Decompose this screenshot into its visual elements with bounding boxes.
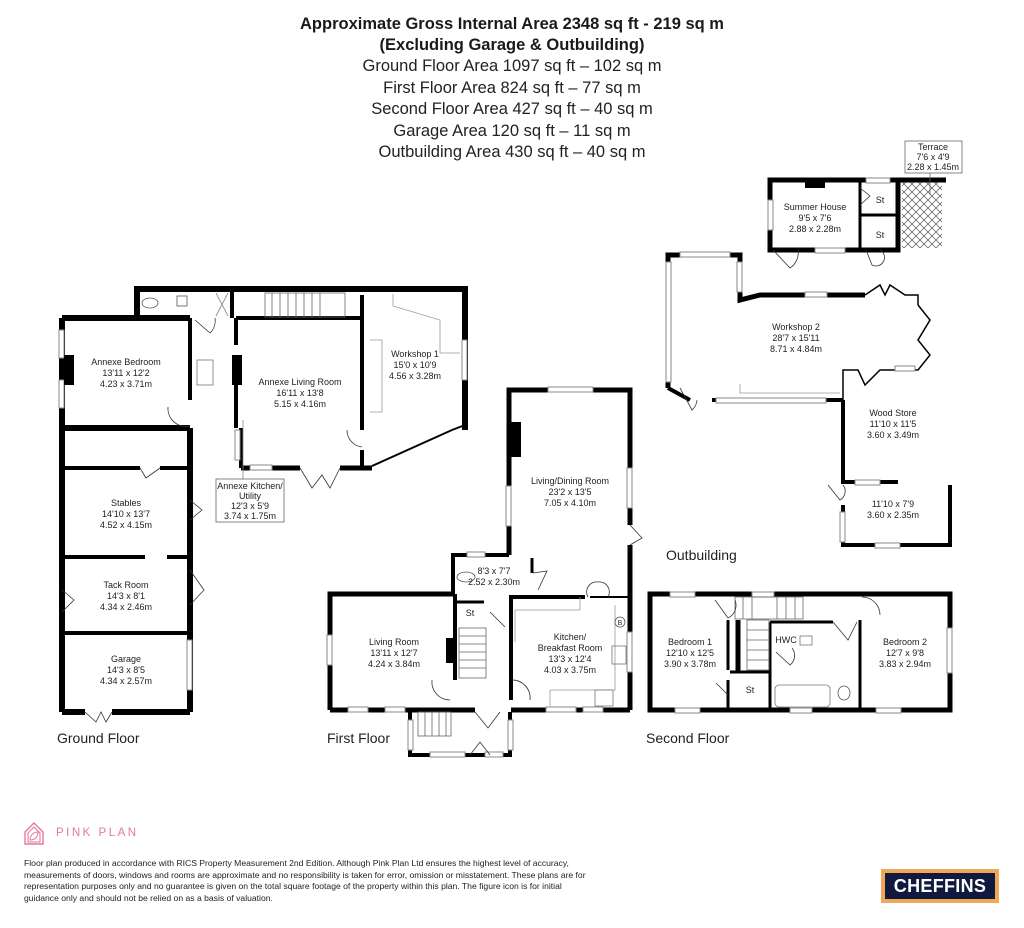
first-floor-label: First Floor [327,730,390,746]
room-annexe-kitchen-imperial: 12'3 x 5'9 [231,501,269,511]
room-bedroom2-imperial: 12'7 x 9'8 [886,648,924,658]
outbuilding-label: Outbuilding [666,547,737,563]
room-garage-name: Garage [111,654,141,664]
room-tack-imperial: 14'3 x 8'1 [107,591,145,601]
room-living-dining-name: Living/Dining Room [531,476,609,486]
room-unnamed-metric: 3.60 x 2.35m [867,510,919,520]
first-floor-area: First Floor Area 824 sq ft – 77 sq m [383,78,641,97]
room-kitchen-name2: Breakfast Room [538,643,603,653]
boiler-marker: B [618,620,623,627]
room-bedroom2-metric: 3.83 x 2.94m [879,659,931,669]
outbuilding-plan [665,140,963,549]
room-first-store: St [466,608,475,618]
garage-area: Garage Area 120 sq ft – 11 sq m [393,121,631,140]
room-stables-name: Stables [111,498,142,508]
room-living-imperial: 13'11 x 12'7 [370,648,417,658]
room-workshop1-name: Workshop 1 [391,349,439,359]
room-terrace-metric: 2.28 x 1.45m [907,162,959,172]
room-store-b: St [876,230,885,240]
room-workshop2-name: Workshop 2 [772,322,820,332]
room-hwc: HWC [775,635,797,645]
room-garage-metric: 4.34 x 2.57m [100,676,152,686]
room-summer-house-metric: 2.88 x 2.28m [789,224,841,234]
pink-plan-logo: PINK PLAN [22,820,139,846]
outbuilding-area: Outbuilding Area 430 sq ft – 40 sq m [378,143,646,161]
room-bedroom1-imperial: 12'10 x 12'5 [666,648,714,658]
second-floor-label: Second Floor [646,730,730,746]
room-annexe-bedroom-metric: 4.23 x 3.71m [100,379,152,389]
room-summer-house-name: Summer House [784,202,847,212]
ground-floor-plan [58,286,468,723]
room-living-dining-metric: 7.05 x 4.10m [544,498,596,508]
room-workshop1-metric: 4.56 x 3.28m [389,371,441,381]
cheffins-logo: CHEFFINS [881,869,999,903]
house-leaf-icon [24,822,44,845]
room-workshop2-metric: 8.71 x 4.84m [770,344,822,354]
second-floor-area: Second Floor Area 427 sq ft – 40 sq m [371,100,653,118]
room-stables-metric: 4.52 x 4.15m [100,520,152,530]
room-annexe-kitchen-metric: 3.74 x 1.75m [224,511,276,521]
room-bedroom2-name: Bedroom 2 [883,637,927,647]
first-floor-labels: Living/Dining Room 23'2 x 13'5 7.05 x 4.… [327,476,609,746]
room-bedroom1-name: Bedroom 1 [668,637,712,647]
gross-area-subtitle: (Excluding Garage & Outbuilding) [379,36,645,54]
room-workshop1-imperial: 15'0 x 10'9 [394,360,437,370]
room-living-metric: 4.24 x 3.84m [368,659,420,669]
room-living-name: Living Room [369,637,419,647]
room-annexe-bedroom-name: Annexe Bedroom [91,357,161,367]
room-terrace-name: Terrace [918,142,948,152]
room-wood-store-imperial: 11'10 x 11'5 [870,419,917,429]
room-living-dining-imperial: 23'2 x 13'5 [549,487,592,497]
cheffins-label: CHEFFINS [885,873,995,899]
room-annexe-living-imperial: 16'11 x 13'8 [276,388,323,398]
room-store-a: St [876,195,885,205]
room-summer-house-imperial: 9'5 x 7'6 [799,213,832,223]
second-floor-labels: Bedroom 1 12'10 x 12'5 3.90 x 3.78m Bedr… [646,635,931,746]
room-wood-store-metric: 3.60 x 3.49m [867,430,919,440]
first-floor-plan: B [326,386,643,758]
room-workshop2-imperial: 28'7 x 15'11 [772,333,819,343]
room-kitchen-name: Kitchen/ [554,632,587,642]
room-tack-metric: 4.34 x 2.46m [100,602,152,612]
outbuilding-labels: Summer House 9'5 x 7'6 2.88 x 2.28m St S… [666,142,959,563]
room-stables-imperial: 14'10 x 13'7 [102,509,150,519]
room-unnamed-imperial: 11'10 x 7'9 [872,499,914,509]
ground-floor-label: Ground Floor [57,730,140,746]
room-wc-metric: 2.52 x 2.30m [468,577,520,587]
room-kitchen-metric: 4.03 x 3.75m [544,665,596,675]
room-annexe-kitchen-name2: Utility [239,491,261,501]
second-floor-plan [647,591,953,714]
ground-floor-area: Ground Floor Area 1097 sq ft – 102 sq m [362,57,662,75]
room-tack-name: Tack Room [103,580,148,590]
disclaimer-text: Floor plan produced in accordance with R… [24,858,586,903]
room-garage-imperial: 14'3 x 8'5 [107,665,145,675]
room-bedroom1-metric: 3.90 x 3.78m [664,659,716,669]
area-summary: Approximate Gross Internal Area 2348 sq … [0,14,1024,164]
ground-floor-labels: Annexe Bedroom 13'11 x 12'2 4.23 x 3.71m… [57,349,441,746]
room-annexe-bedroom-imperial: 13'11 x 12'2 [102,368,149,378]
room-terrace-imperial: 7'6 x 4'9 [917,152,950,162]
room-annexe-living-name: Annexe Living Room [258,377,341,387]
room-wood-store-name: Wood Store [869,408,916,418]
room-second-store: St [746,685,755,695]
pink-plan-brand: PINK PLAN [56,827,139,839]
room-annexe-kitchen-name: Annexe Kitchen/ [217,481,283,491]
room-annexe-living-metric: 5.15 x 4.16m [274,399,326,409]
room-kitchen-imperial: 13'3 x 12'4 [549,654,592,664]
room-wc-imperial: 8'3 x 7'7 [478,566,511,576]
gross-area-title: Approximate Gross Internal Area 2348 sq … [300,15,724,33]
